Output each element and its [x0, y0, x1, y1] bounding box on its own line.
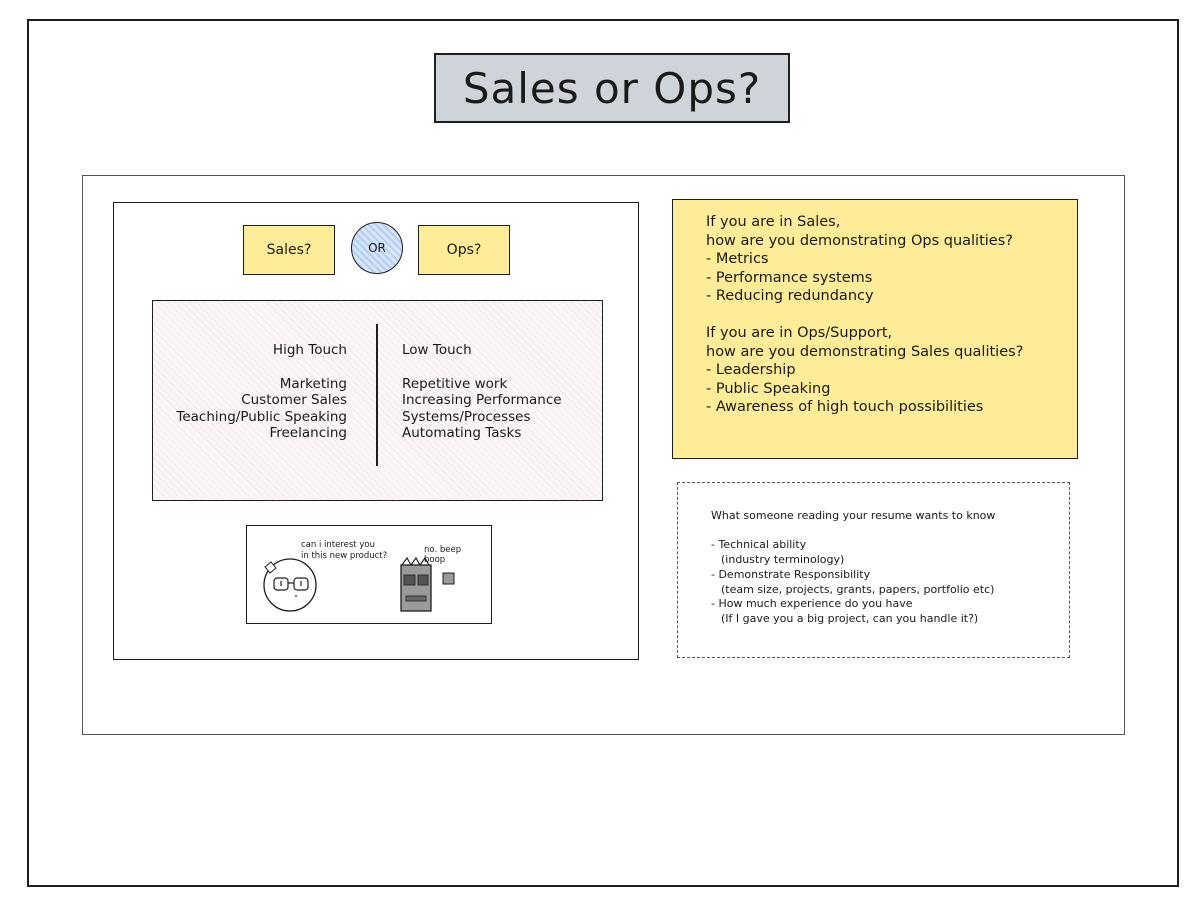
note-line: If you are in Sales,: [706, 214, 841, 230]
note-line: how are you demonstrating Ops qualities?: [706, 232, 1013, 249]
high-touch-item: Marketing: [279, 375, 347, 392]
low-touch-column: Low Touch Repetitive work Increasing Per…: [402, 342, 592, 442]
resume-item: - Demonstrate Responsibility: [711, 567, 871, 581]
high-touch-column: High Touch Marketing Customer Sales Teac…: [160, 342, 347, 442]
note-item: - Reducing redundancy: [706, 288, 874, 304]
human-face-icon: [263, 558, 317, 612]
note-item: - Metrics: [706, 251, 769, 267]
left-panel: [113, 202, 639, 660]
canvas-frame: [27, 19, 1179, 887]
high-touch-item: Freelancing: [269, 425, 347, 441]
low-touch-item: Automating Tasks: [402, 425, 522, 441]
note-item: - Performance systems: [706, 269, 873, 286]
high-touch-item: Teaching/Public Speaking: [176, 408, 347, 425]
resume-item-detail: (team size, projects, grants, papers, po…: [721, 582, 995, 596]
robot-speech-text: no. beep boop: [424, 545, 462, 565]
low-touch-item: Repetitive work: [402, 375, 508, 392]
touch-divider: [376, 324, 378, 466]
resume-item-detail: (industry terminology): [721, 553, 845, 567]
note-item: - Awareness of high touch possibilities: [706, 399, 984, 415]
resume-notes-box: What someone reading your resume wants t…: [677, 482, 1070, 658]
note-line: If you are in Ops/Support,: [706, 325, 893, 341]
resume-item: - How much experience do you have: [711, 597, 913, 611]
low-touch-item: Systems/Processes: [402, 408, 531, 425]
resume-item: - Technical ability: [711, 538, 807, 552]
ops-choice-box: Ops?: [418, 225, 510, 275]
or-circle: OR: [351, 222, 403, 274]
high-touch-item: Customer Sales: [241, 392, 347, 408]
speech-line: can i interest you: [301, 540, 375, 550]
high-touch-heading: High Touch: [272, 342, 347, 358]
page-title: Sales or Ops?: [434, 53, 790, 123]
low-touch-item: Increasing Performance: [402, 392, 562, 408]
resume-item-detail: (If I gave you a big project, can you ha…: [721, 611, 979, 625]
content-frame: [82, 175, 1125, 735]
sales-choice-box: Sales?: [243, 225, 335, 275]
note-item: - Leadership: [706, 362, 796, 378]
human-speech-text: can i interest you in this new product?: [301, 540, 411, 562]
low-touch-heading: Low Touch: [402, 342, 472, 358]
robot-icon: [400, 556, 455, 612]
speech-line: in this new product?: [301, 551, 388, 561]
note-line: how are you demonstrating Sales qualitie…: [706, 343, 1024, 360]
resume-heading: What someone reading your resume wants t…: [711, 509, 996, 522]
sales-ops-sticky-note: If you are in Sales, how are you demonst…: [672, 199, 1078, 459]
comic-illustration: [263, 556, 455, 612]
note-item: - Public Speaking: [706, 380, 831, 397]
